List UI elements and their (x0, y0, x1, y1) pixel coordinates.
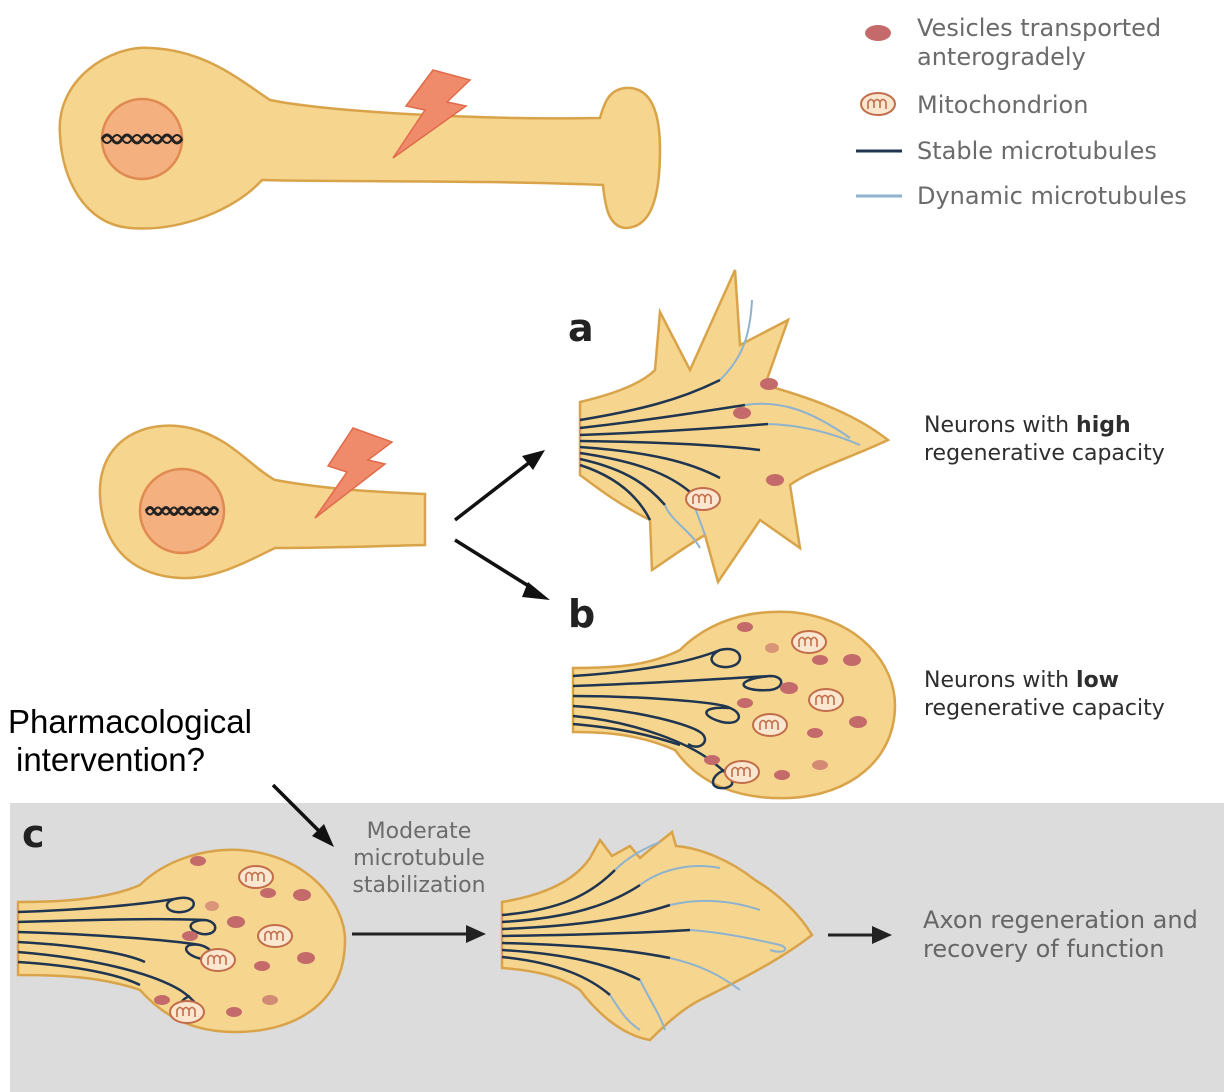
outcome-line2: recovery of function (923, 935, 1165, 963)
mitochondrion-legend-icon (860, 92, 896, 116)
moderate-stabilization-text: Moderate microtubule stabilization (340, 818, 498, 899)
branch-arrows (453, 450, 550, 600)
mod-line1: Moderate (366, 819, 472, 844)
mod-line2: microtubule (353, 846, 485, 871)
panel-a-caption-prefix: Neurons with (924, 413, 1077, 438)
legend-mitochondrion-label: Mitochondrion (917, 91, 1089, 119)
legend (856, 25, 902, 198)
mod-line3: stabilization (352, 873, 486, 898)
stabilization-arrow (352, 925, 486, 943)
panel-b-caption: Neurons with low regenerative capacity (924, 667, 1165, 723)
legend-vesicles-line2: anterogradely (917, 43, 1086, 71)
pharma-line2: intervention? (16, 741, 205, 778)
outcome-arrow (828, 926, 892, 944)
outcome-text: Axon regeneration and recovery of functi… (923, 906, 1198, 964)
regenerating-cone-c (500, 829, 814, 1042)
legend-vesicles-line1: Vesicles transported (917, 14, 1162, 42)
retraction-bulb-b (571, 610, 897, 800)
legend-stable-label: Stable microtubules (917, 137, 1157, 165)
panel-c-label: c (22, 812, 45, 856)
injury-lightning-icon-2 (314, 427, 394, 519)
panel-a-label: a (568, 306, 594, 350)
legend-vesicles-label: Vesicles transported anterogradely (917, 14, 1161, 72)
panel-b-caption-bold: low (1076, 668, 1120, 693)
panel-b-caption-prefix: Neurons with (924, 668, 1077, 693)
intact-neuron (58, 46, 662, 230)
panel-b-label: b (568, 592, 596, 636)
growth-cone-a (578, 269, 891, 585)
pharma-line1: Pharmacological (8, 703, 252, 740)
panel-a-caption: Neurons with high regenerative capacity (924, 412, 1165, 468)
pharma-intervention-text: Pharmacological intervention? (8, 703, 252, 779)
injured-neuron (98, 424, 427, 580)
retraction-bulb-c (16, 848, 347, 1034)
pharma-arrow (271, 783, 334, 847)
panel-a-caption-line2: regenerative capacity (924, 441, 1165, 466)
injury-lightning-icon (392, 69, 472, 159)
outcome-line1: Axon regeneration and (923, 906, 1198, 934)
panel-b-caption-line2: regenerative capacity (924, 696, 1165, 721)
vesicle-legend-icon (865, 25, 891, 41)
panel-a-caption-bold: high (1076, 413, 1131, 438)
legend-dynamic-label: Dynamic microtubules (917, 182, 1187, 210)
